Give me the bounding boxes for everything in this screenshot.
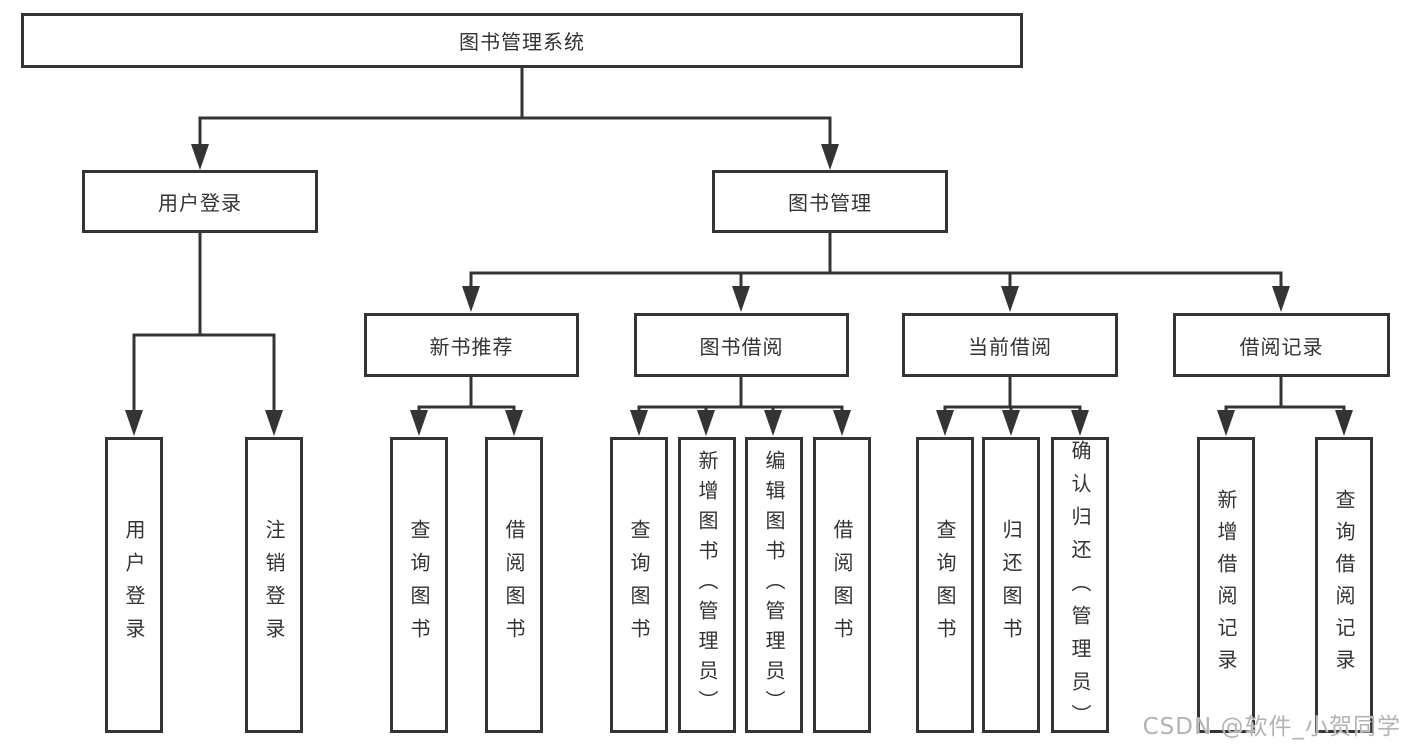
- node-new-book-recommend: 新书推荐: [364, 313, 579, 377]
- node-book-management-label: 图书管理: [788, 191, 872, 215]
- node-new-book-recommend-label: 新书推荐: [429, 334, 514, 359]
- leaf-borrow-borrow-book: 借阅图书: [813, 437, 871, 733]
- node-user-login: 用户登录: [82, 170, 318, 233]
- node-borrow-records-label: 借阅记录: [1239, 334, 1324, 359]
- leaf-current-confirm-return: 确认归还（管理员）: [1051, 437, 1109, 737]
- leaf-records-add-record-label: 新增借阅记录: [1214, 489, 1238, 681]
- arrowheads: [125, 144, 1353, 436]
- leaf-user-login-label: 用户登录: [122, 519, 146, 651]
- leaf-borrow-borrow-book-label: 借阅图书: [830, 519, 854, 651]
- leaf-current-query-book-label: 查询图书: [933, 519, 957, 651]
- leaf-recommend-query-book-label: 查询图书: [407, 519, 431, 651]
- node-user-login-label: 用户登录: [158, 191, 242, 215]
- node-root: 图书管理系统: [21, 13, 1023, 68]
- leaf-user-login: 用户登录: [105, 437, 163, 733]
- leaf-recommend-borrow-book: 借阅图书: [485, 437, 543, 733]
- leaf-records-query-record-label: 查询借阅记录: [1332, 489, 1356, 681]
- node-borrow-records: 借阅记录: [1173, 313, 1390, 377]
- leaf-current-return-book-label: 归还图书: [999, 519, 1023, 651]
- leaf-borrow-query-book: 查询图书: [610, 437, 668, 733]
- node-current-borrow-label: 当前借阅: [968, 334, 1052, 359]
- node-book-management: 图书管理: [712, 170, 948, 233]
- leaf-borrow-edit-book: 编辑图书（管理员）: [745, 437, 803, 733]
- csdn-watermark: CSDN @软件_小贺同学: [1142, 714, 1401, 740]
- leaf-borrow-add-book-label: 新增图书（管理员）: [695, 450, 719, 720]
- node-book-borrow: 图书借阅: [634, 313, 849, 377]
- leaf-recommend-query-book: 查询图书: [390, 437, 448, 733]
- leaf-borrow-edit-book-label: 编辑图书（管理员）: [762, 450, 786, 720]
- leaf-current-query-book: 查询图书: [916, 437, 974, 733]
- node-book-borrow-label: 图书借阅: [699, 334, 784, 359]
- leaf-current-return-book: 归还图书: [982, 437, 1040, 733]
- leaf-logout: 注销登录: [245, 437, 303, 733]
- leaf-logout-label: 注销登录: [262, 519, 286, 651]
- leaf-borrow-query-book-label: 查询图书: [627, 519, 651, 651]
- node-root-label: 图书管理系统: [459, 30, 585, 54]
- leaf-current-confirm-return-label: 确认归还（管理员）: [1068, 440, 1092, 737]
- leaf-records-query-record: 查询借阅记录: [1315, 437, 1373, 733]
- leaf-records-add-record: 新增借阅记录: [1197, 437, 1255, 733]
- node-current-borrow: 当前借阅: [902, 313, 1118, 377]
- leaf-borrow-add-book: 新增图书（管理员）: [678, 437, 736, 733]
- leaf-recommend-borrow-book-label: 借阅图书: [502, 519, 526, 651]
